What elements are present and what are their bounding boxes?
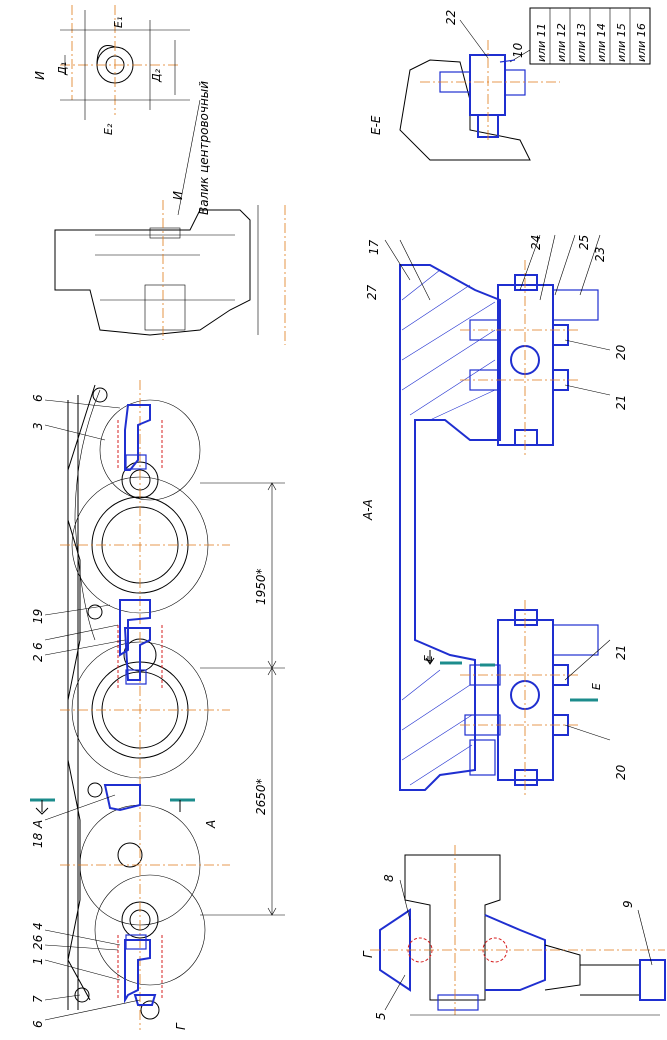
pos-6-mid: 6	[31, 642, 45, 650]
bogie-main-view	[30, 380, 230, 1030]
dimension-lines	[200, 482, 285, 916]
pos-3: 3	[31, 422, 45, 430]
pos-6-bottom: 6	[31, 1020, 45, 1028]
alt-cell-4: или 14	[595, 23, 608, 62]
label-section-ee: Е-Е	[369, 115, 383, 135]
pos-24: 24	[529, 235, 543, 250]
section-mark-a-left: А	[31, 820, 45, 829]
pos-25: 25	[577, 235, 591, 250]
section-ee-view	[399, 19, 560, 161]
label-e2: Е₂	[102, 123, 115, 135]
label-section-aa: А-А	[361, 499, 375, 521]
label-view-i-2: И	[171, 191, 185, 200]
pos-6-top: 6	[31, 394, 45, 402]
label-shaft-note: Валик центровочный	[197, 81, 211, 215]
pos-1: 1	[31, 957, 45, 965]
alt-cell-2: или 12	[555, 23, 568, 62]
label-view-i: И	[33, 71, 47, 80]
pos-9: 9	[621, 900, 635, 908]
alt-cell-3: или 13	[575, 23, 588, 62]
pos-26: 26	[31, 934, 45, 950]
main-view-leaders	[44, 399, 141, 1021]
view-g-detail	[370, 845, 666, 1016]
pos-4: 4	[31, 922, 45, 930]
pos-22: 22	[444, 10, 458, 25]
pos-20-top: 20	[614, 344, 628, 360]
pos-8: 8	[382, 874, 396, 882]
pos-7: 7	[31, 995, 45, 1003]
section-aa-leaders	[384, 234, 611, 741]
pos-23: 23	[593, 247, 607, 262]
pos-19: 19	[31, 609, 45, 624]
label-e1: Е₁	[112, 17, 125, 28]
label-d1: Д₁	[56, 62, 69, 76]
shaft-bracket-view	[54, 99, 286, 345]
label-view-g: Г	[361, 950, 375, 958]
pos-21-bottom: 21	[614, 645, 628, 660]
pos-5: 5	[374, 1012, 388, 1020]
pos-18: 18	[31, 832, 45, 848]
section-mark-e-left: Е	[422, 655, 435, 662]
pos-2: 2	[31, 654, 45, 662]
dim-1950: 1950*	[254, 568, 268, 605]
alternatives-table	[529, 7, 651, 65]
pos-20-bottom: 20	[614, 764, 628, 780]
alt-cell-6: или 16	[635, 23, 648, 62]
label-d2: Д₂	[150, 68, 163, 83]
pos-10: 10	[511, 42, 525, 58]
dim-2650: 2650*	[254, 778, 268, 815]
pos-21-top: 21	[614, 395, 628, 410]
alt-cell-5: или 15	[615, 23, 628, 62]
section-mark-e-right: Е	[590, 683, 603, 690]
label-view-g-main: Г	[174, 1022, 188, 1030]
pos-17: 17	[367, 239, 381, 255]
section-aa-view	[399, 260, 599, 795]
alt-cell-1: или 11	[535, 23, 548, 62]
pos-27: 27	[365, 284, 379, 300]
section-mark-a-right: А	[204, 820, 218, 829]
view-i-detail	[60, 5, 190, 120]
